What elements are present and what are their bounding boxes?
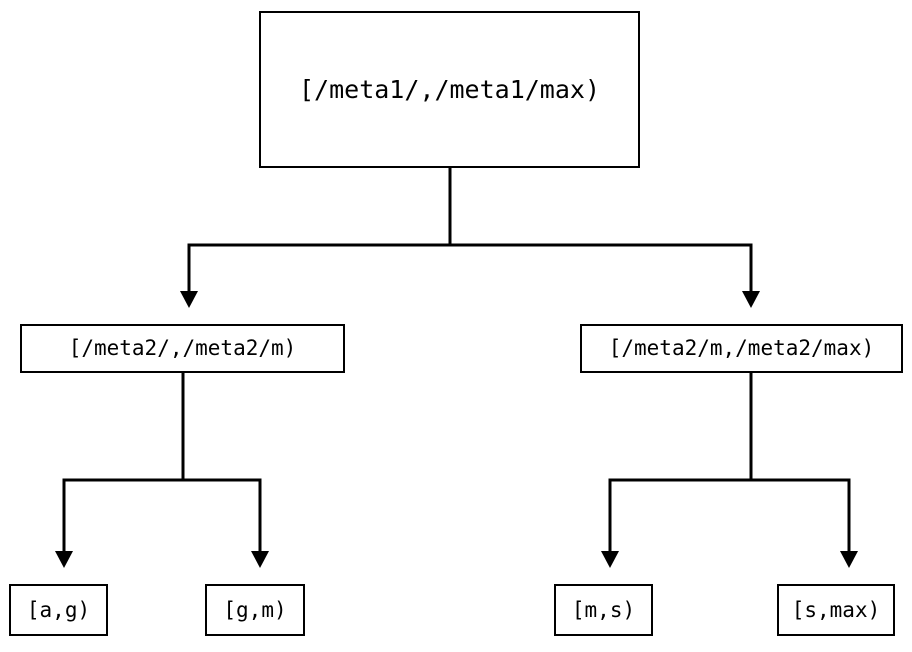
tree-node-leaf-smax-label: [s,max) xyxy=(791,597,881,622)
arrowhead-icon xyxy=(601,551,619,568)
edge-mid-right-to-leaf-ms xyxy=(601,373,753,568)
tree-node-leaf-gm[interactable]: [g,m) xyxy=(205,584,305,636)
tree-node-root[interactable]: [/meta1/,/meta1/max) xyxy=(259,11,640,168)
tree-node-leaf-ag-label: [a,g) xyxy=(26,597,91,622)
edge-mid-left-to-leaf-gm xyxy=(183,478,269,568)
tree-node-mid-left[interactable]: [/meta2/,/meta2/m) xyxy=(20,324,345,373)
arrowhead-icon xyxy=(742,291,760,308)
edge-root-to-mid-right xyxy=(450,243,760,308)
edge-root-to-mid-left xyxy=(180,168,452,308)
tree-node-leaf-gm-label: [g,m) xyxy=(223,597,287,622)
tree-node-mid-right-label: [/meta2/m,/meta2/max) xyxy=(608,336,875,360)
tree-node-root-label: [/meta1/,/meta1/max) xyxy=(298,75,601,104)
edge-mid-right-to-leaf-smax xyxy=(751,478,858,568)
tree-node-leaf-ag[interactable]: [a,g) xyxy=(9,584,108,636)
tree-node-mid-left-label: [/meta2/,/meta2/m) xyxy=(68,336,297,360)
tree-node-mid-right[interactable]: [/meta2/m,/meta2/max) xyxy=(580,324,903,373)
arrowhead-icon xyxy=(180,291,198,308)
tree-node-leaf-ms[interactable]: [m,s) xyxy=(554,584,653,636)
arrowhead-icon xyxy=(840,551,858,568)
arrowhead-icon xyxy=(55,551,73,568)
tree-node-leaf-smax[interactable]: [s,max) xyxy=(777,584,895,636)
tree-node-leaf-ms-label: [m,s) xyxy=(571,597,636,622)
arrowhead-icon xyxy=(251,551,269,568)
edge-mid-left-to-leaf-ag xyxy=(55,373,185,568)
